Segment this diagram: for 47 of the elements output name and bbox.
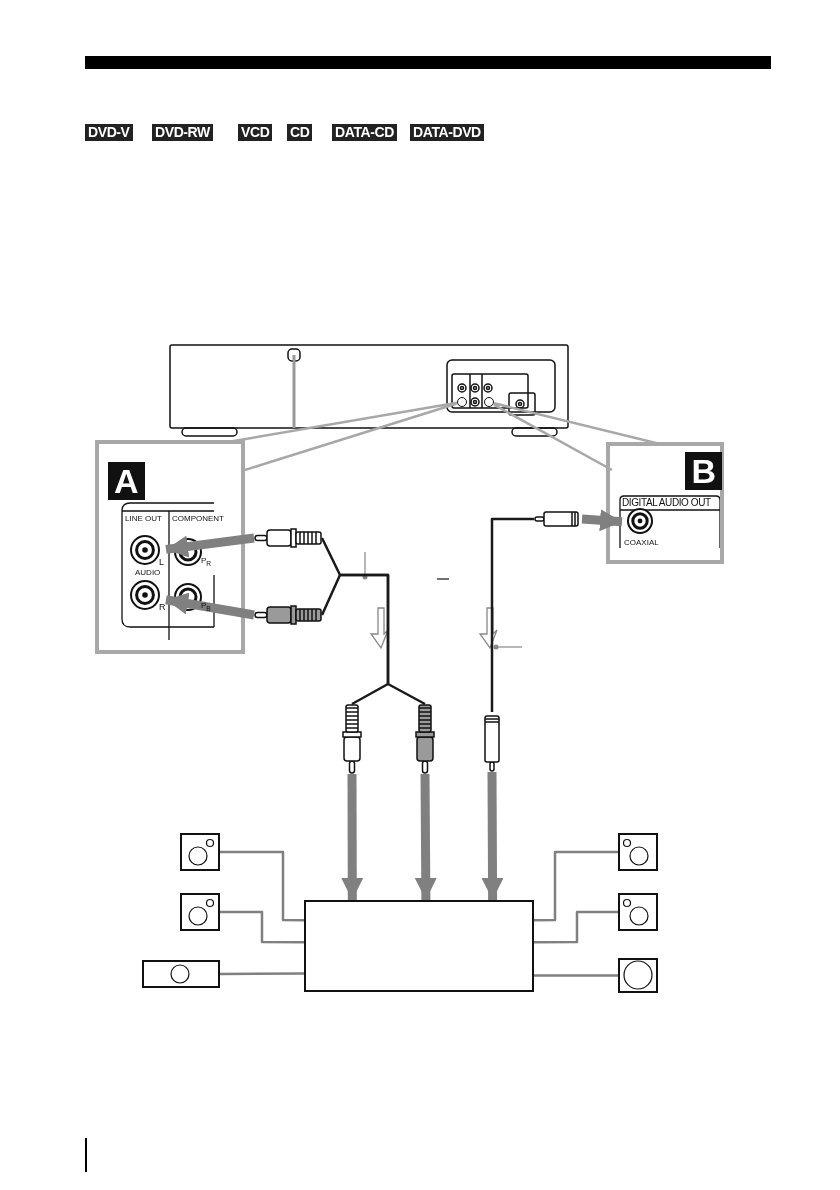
receiver-box: [304, 900, 534, 992]
coaxial-plug: [534, 510, 582, 528]
speaker-wire: [534, 974, 618, 977]
panel-letter-badge: B: [685, 452, 722, 490]
disc-type-badge: CD: [287, 124, 313, 141]
coaxial-plug: [483, 712, 501, 772]
jack-label: COMPONENT: [172, 514, 224, 524]
insertion-arrow: [481, 772, 504, 900]
jack-label: AUDIO: [135, 568, 161, 578]
speaker: [180, 893, 220, 931]
speaker: [180, 833, 220, 871]
speaker-wire: [220, 850, 304, 922]
jack-label: P$_{R}$: [201, 556, 212, 569]
disc-type-badge: DVD-RW: [152, 124, 213, 141]
speaker-wire: [534, 910, 618, 944]
jack-label: P$_{B}$: [201, 601, 211, 614]
rear-jack: [457, 397, 467, 407]
disc-type-badge: DATA-CD: [332, 124, 397, 141]
channel-label: L: [159, 557, 164, 567]
magnified-view-frame: [95, 440, 245, 654]
speaker: [618, 833, 658, 871]
jack-label: COAXIAL: [624, 538, 659, 548]
cable: [320, 537, 390, 706]
rca-plug: [254, 604, 322, 626]
center-speaker: [142, 960, 220, 988]
disc-type-badge: DVD-V: [85, 124, 133, 141]
rca-plug: [254, 527, 322, 549]
disc-type-badge: VCD: [238, 124, 273, 141]
channel-label: R: [159, 602, 166, 612]
speaker-wire: [220, 972, 304, 976]
magnified-view-frame: [606, 442, 724, 564]
cable: [320, 573, 426, 706]
jack-label: LINE OUT: [125, 514, 162, 524]
subwoofer: [618, 958, 658, 993]
speaker: [618, 893, 658, 931]
disc-type-badge: DATA-DVD: [410, 124, 484, 141]
panel-heading: DIGITAL AUDIO OUT: [622, 497, 711, 508]
insertion-arrow: [165, 533, 255, 558]
panel-letter-badge: A: [108, 462, 145, 500]
rear-jack: [484, 397, 494, 407]
speaker-wire: [220, 910, 304, 944]
rca-plug: [341, 704, 363, 774]
insertion-arrow: [414, 773, 437, 901]
speaker-wire: [534, 850, 618, 922]
cable: [490, 517, 534, 712]
rca-plug: [414, 704, 436, 774]
insertion-arrow: [341, 774, 364, 900]
